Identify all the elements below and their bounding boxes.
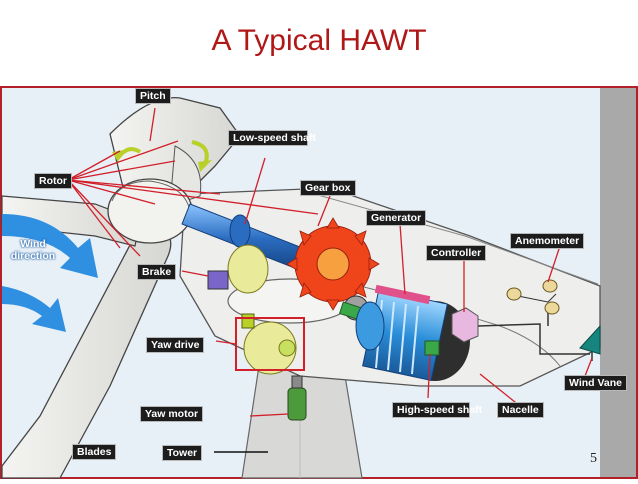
label-gear-box: Gear box: [300, 180, 356, 196]
label-brake: Brake: [137, 264, 177, 280]
hawt-diagram: Pitch Low-speed shaft Rotor Gear box Gen…: [0, 86, 638, 479]
pitch-arrowhead-right: [198, 160, 212, 172]
page-number: 5: [590, 451, 597, 466]
hub-nose: [111, 180, 191, 212]
pitch-arrowhead-left: [112, 150, 124, 162]
leader-lines: [67, 107, 593, 417]
wind-arrow-upper: [2, 214, 98, 278]
label-anemometer: Anemometer: [510, 233, 585, 249]
label-generator: Generator: [366, 210, 427, 226]
yaw-motor: [287, 375, 307, 421]
label-pitch: Pitch: [135, 88, 171, 104]
brake-caliper: [207, 270, 229, 290]
yaw-drive: [235, 313, 305, 375]
label-wind-vane: Wind Vane: [564, 375, 627, 391]
label-rotor: Rotor: [34, 173, 72, 189]
label-low-speed-shaft: Low-speed shaft: [228, 130, 316, 146]
controller-cable: [477, 323, 590, 355]
label-yaw-motor: Yaw motor: [140, 406, 204, 422]
slide-title: A Typical HAWT: [211, 24, 427, 57]
label-yaw-drive: Yaw drive: [146, 337, 205, 353]
anemometer: [506, 279, 560, 326]
label-tower: Tower: [162, 445, 203, 461]
hawt-illustration: [0, 86, 638, 479]
brake-disc: [227, 244, 269, 294]
label-controller: Controller: [426, 245, 487, 261]
gearbox-gear: [286, 217, 380, 311]
label-blades: Blades: [72, 444, 117, 460]
right-edge-shadow: [600, 88, 636, 477]
shaft-end: [229, 214, 251, 248]
label-nacelle: Nacelle: [497, 402, 544, 418]
label-high-speed-shaft: High-speed shaft: [392, 402, 482, 418]
nacelle-roof: [299, 189, 599, 285]
wind-arrow-lower: [2, 286, 66, 332]
controller-box: [451, 307, 479, 343]
label-wind-direction: Wind direction: [10, 238, 56, 262]
wind-vane: [579, 324, 601, 361]
